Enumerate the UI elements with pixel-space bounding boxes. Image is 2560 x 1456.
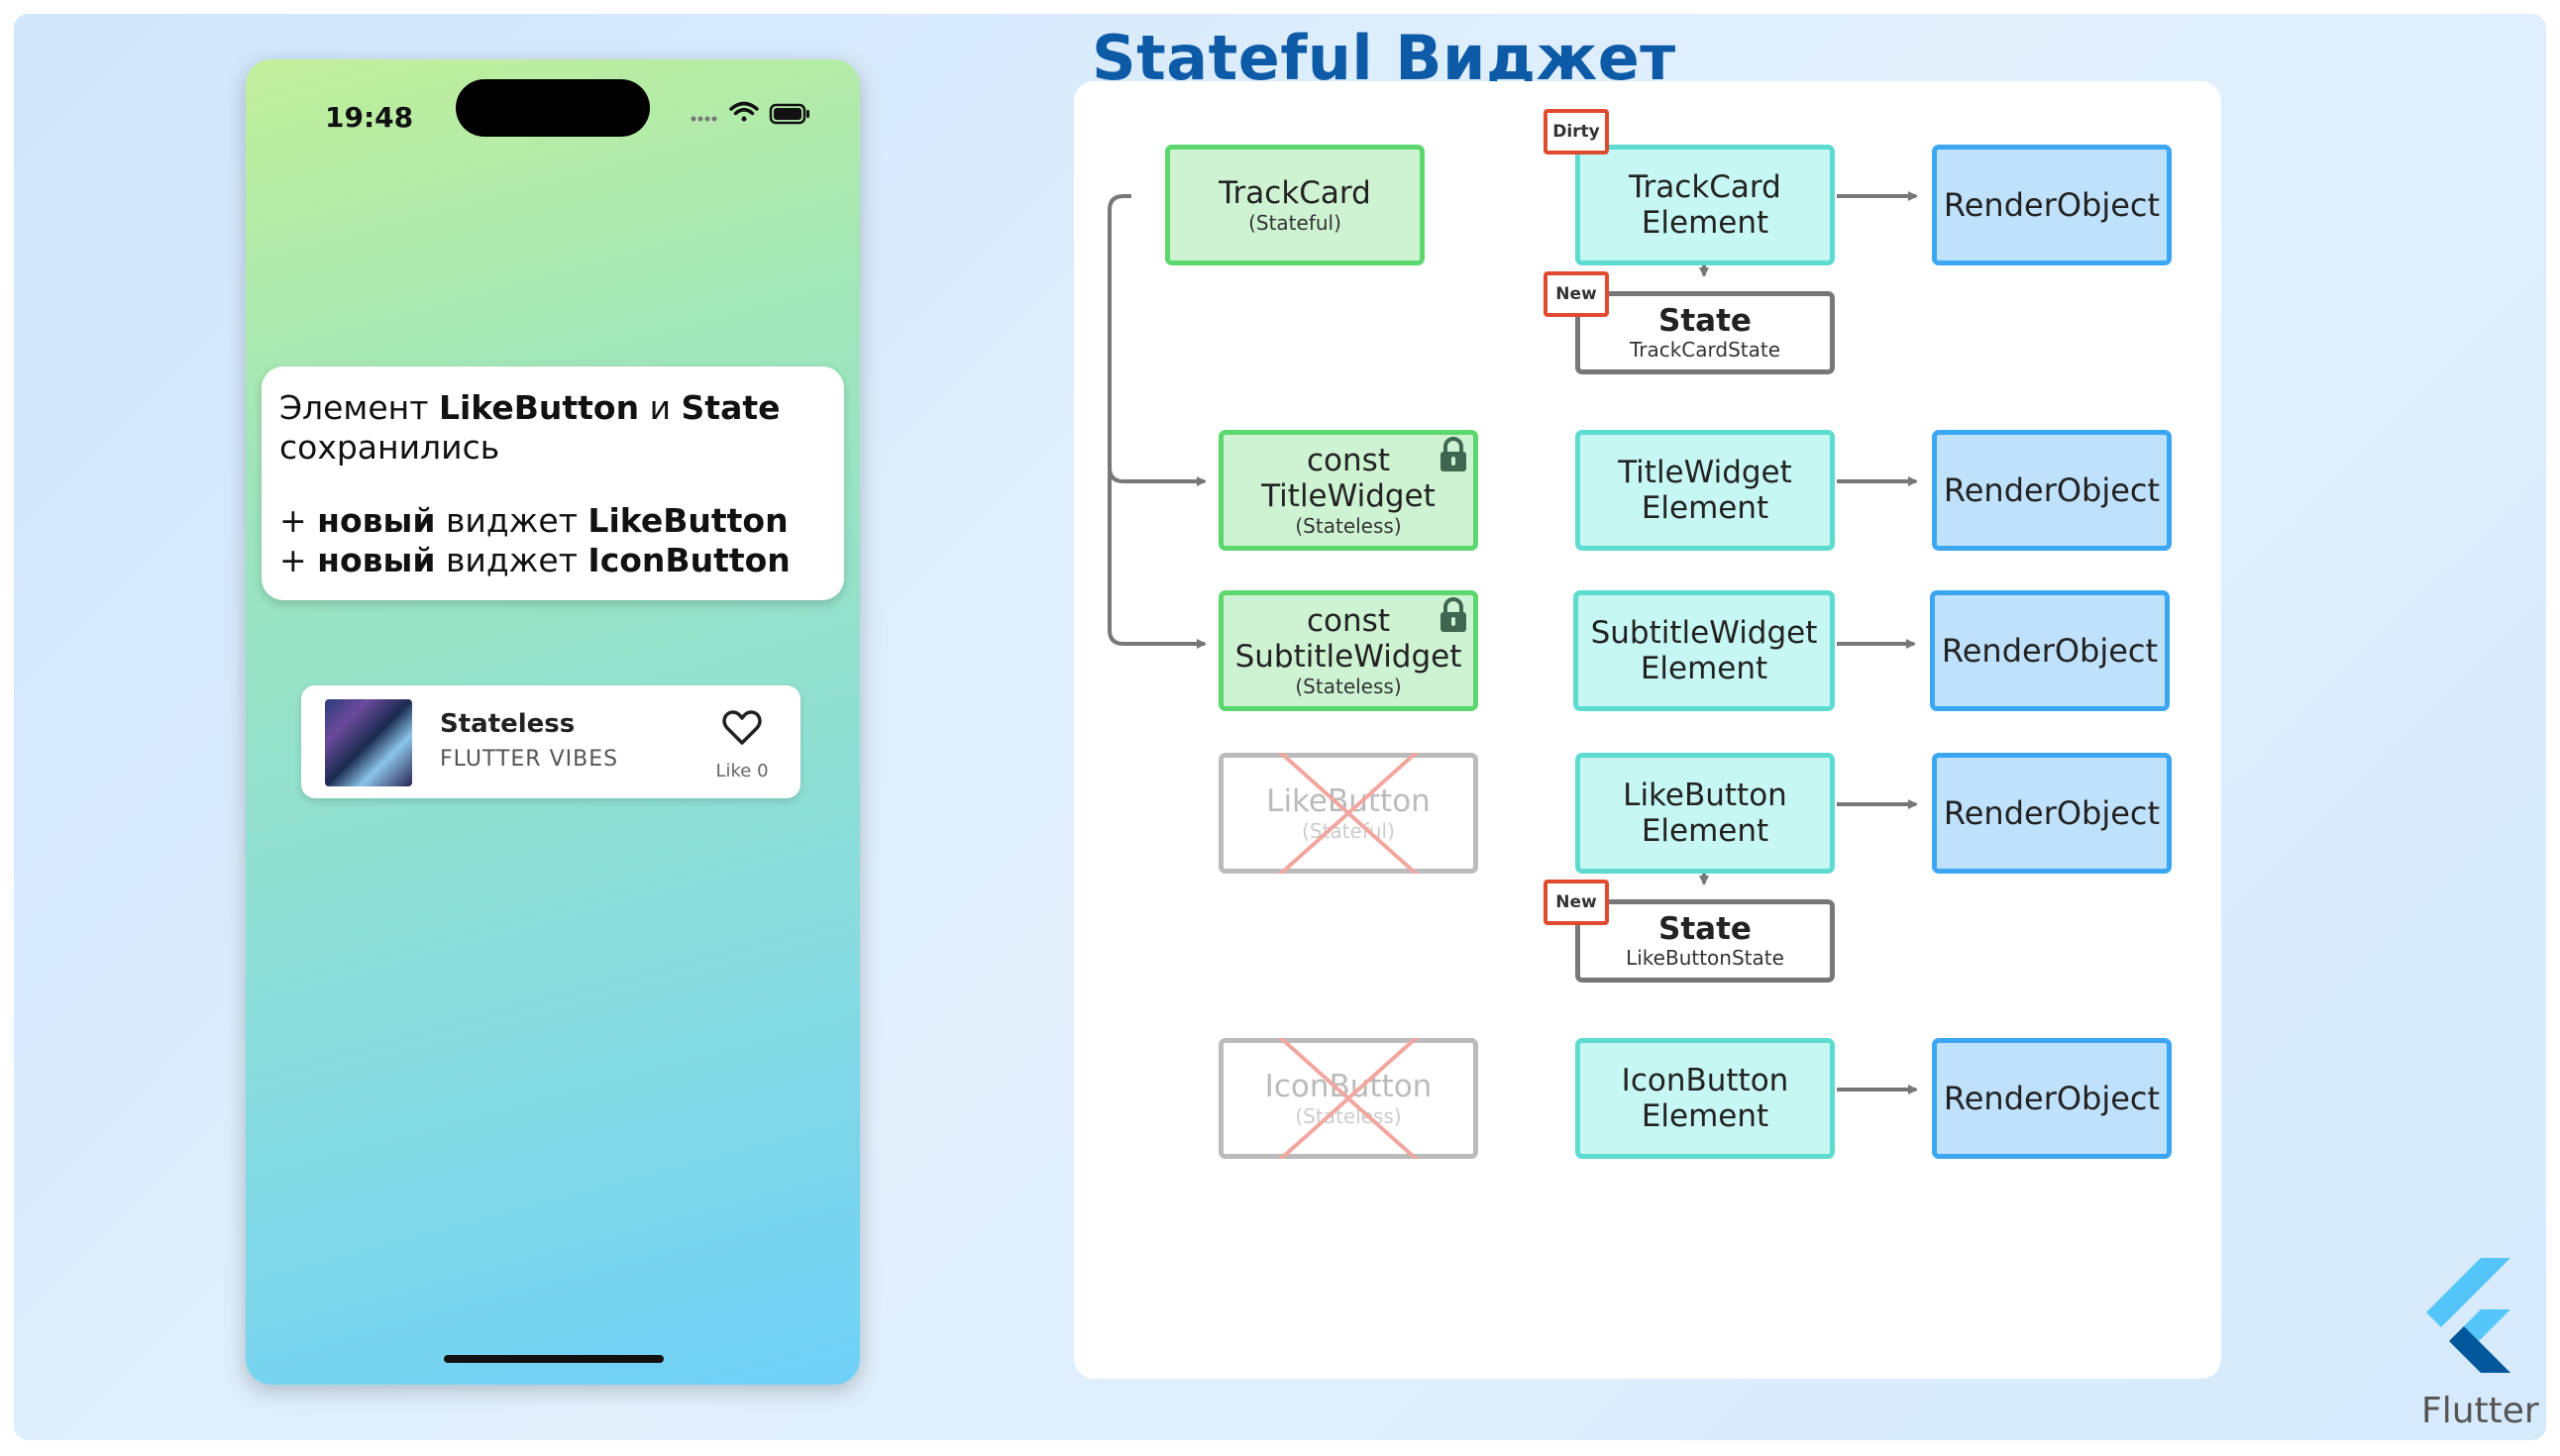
flutter-logo-icon	[2426, 1258, 2510, 1373]
trackcard-widget: TrackCard (Stateful)	[1165, 145, 1425, 265]
render-object-2: RenderObject	[1932, 430, 2172, 551]
like-count: Like 0	[715, 761, 769, 781]
track-title: Stateless	[440, 709, 576, 739]
node-type: (Stateful)	[1248, 211, 1341, 235]
likebutton-state: State LikeButtonState	[1575, 899, 1835, 983]
note-line-1: Элемент LikeButton и State	[279, 388, 826, 428]
track-card[interactable]: Stateless FLUTTER VIBES Like 0	[301, 685, 800, 798]
render-object-5: RenderObject	[1932, 1038, 2172, 1159]
like-button[interactable]: Like 0	[697, 705, 787, 784]
note-text: виджет	[435, 501, 588, 540]
subtitle-element: SubtitleWidget Element	[1573, 590, 1835, 711]
node-label: SubtitleWidget	[1234, 639, 1462, 675]
note-bold: новый	[317, 501, 436, 540]
lock-icon	[1440, 597, 1466, 632]
flutter-label: Flutter	[2421, 1391, 2539, 1431]
node-type: (Stateless)	[1295, 675, 1402, 698]
signal-dots-icon	[691, 116, 717, 122]
note-card: Элемент LikeButton и State сохранились +…	[262, 366, 844, 600]
note-text: и	[639, 388, 682, 427]
node-label: TrackCard	[1629, 169, 1781, 205]
note-bold: LikeButton	[438, 388, 640, 427]
track-artist: FLUTTER VIBES	[440, 747, 619, 772]
title-widget: const TitleWidget (Stateless)	[1219, 430, 1478, 551]
node-label: Element	[1641, 813, 1769, 849]
iconbutton-element: IconButton Element	[1575, 1038, 1835, 1159]
note-line-4: + новый виджет IconButton	[279, 541, 826, 580]
note-bold: новый	[317, 541, 436, 579]
node-label: TitleWidget	[1618, 455, 1792, 490]
connector-arrows	[1108, 191, 1918, 1094]
status-time: 19:48	[325, 101, 414, 134]
node-label: SubtitleWidget	[1590, 615, 1818, 651]
render-object-4: RenderObject	[1932, 753, 2172, 874]
title-element: TitleWidget Element	[1575, 430, 1835, 551]
node-label: Element	[1640, 651, 1768, 686]
node-type: (Stateless)	[1295, 1104, 1402, 1128]
node-label: Element	[1641, 1098, 1769, 1134]
node-label: const	[1307, 603, 1390, 639]
node-label: LikeButton	[1623, 778, 1787, 813]
removed-cross-icon	[1277, 753, 1420, 874]
wifi-icon	[729, 101, 759, 122]
note-line-3: + новый виджет LikeButton	[279, 501, 826, 541]
render-object-3: RenderObject	[1930, 590, 2170, 711]
lock-icon	[1440, 437, 1466, 471]
note-gap	[279, 468, 826, 501]
node-type: (Stateless)	[1295, 514, 1402, 538]
node-label: TitleWidget	[1261, 478, 1436, 514]
album-cover	[325, 699, 412, 786]
note-text: Элемент	[279, 388, 439, 427]
node-label: Element	[1641, 205, 1769, 241]
heart-icon	[722, 710, 762, 745]
state-label: State	[1658, 303, 1752, 339]
state-label: State	[1658, 911, 1752, 947]
note-text: +	[279, 541, 318, 579]
note-text: виджет	[435, 541, 588, 579]
bracket-trackcard-to-title	[1108, 194, 1207, 486]
state-type: LikeButtonState	[1626, 946, 1784, 970]
trackcard-element: TrackCard Element	[1575, 145, 1835, 265]
new-tag: New	[1544, 271, 1609, 317]
dynamic-island	[456, 79, 650, 137]
node-label: TrackCard	[1219, 175, 1371, 211]
phone-mockup: 19:48 Элемент LikeButton и State сохрани…	[246, 59, 860, 1385]
status-icons	[691, 101, 809, 125]
new-tag: New	[1544, 880, 1609, 925]
render-object-1: RenderObject	[1932, 145, 2172, 265]
state-type: TrackCardState	[1629, 338, 1781, 362]
note-line-2: сохранились	[279, 428, 500, 467]
note-bold: State	[681, 388, 781, 427]
node-label: const	[1307, 443, 1390, 478]
likebutton-element: LikeButton Element	[1575, 753, 1835, 874]
dirty-tag: Dirty	[1544, 109, 1609, 155]
slide: Stateful Виджет 19:48 Элемент LikeButton…	[14, 14, 2546, 1440]
battery-icon	[769, 103, 809, 125]
node-label: Element	[1641, 490, 1769, 526]
trackcard-state: State TrackCardState	[1575, 291, 1835, 374]
bracket-trackcard-to-subtitle	[1108, 468, 1207, 649]
home-indicator	[444, 1355, 664, 1363]
diagram-panel: TrackCard (Stateful) TrackCard Element D…	[1074, 81, 2221, 1379]
note-text: +	[279, 501, 318, 540]
removed-cross-icon	[1277, 1038, 1420, 1159]
node-label: IconButton	[1621, 1063, 1789, 1098]
note-bold: IconButton	[587, 541, 791, 579]
subtitle-widget: const SubtitleWidget (Stateless)	[1219, 590, 1478, 711]
note-bold: LikeButton	[587, 501, 789, 540]
